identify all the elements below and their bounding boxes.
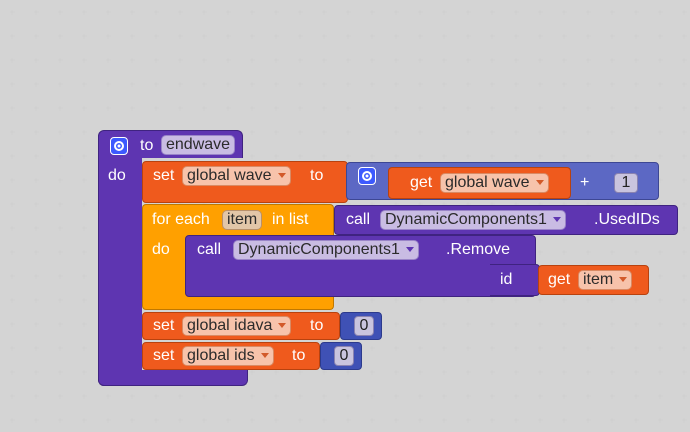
get-wave-variable-text: global wave: [445, 174, 530, 191]
chevron-down-icon: [260, 353, 269, 359]
set-idava-variable-dropdown[interactable]: global idava: [182, 316, 292, 336]
for-each-item-var[interactable]: item: [222, 210, 263, 230]
chevron-down-icon: [278, 323, 287, 329]
procedure-to-label: to: [140, 137, 154, 154]
set-idava-set-label: set: [153, 317, 175, 334]
for-each-do-label: do: [152, 241, 170, 258]
set-wave-set-label: set: [153, 167, 175, 184]
for-each-label: for each: [152, 211, 210, 228]
chevron-down-icon: [619, 277, 628, 283]
set-wave-to-label: to: [310, 167, 324, 184]
get-wave-variable-dropdown[interactable]: global wave: [440, 173, 549, 193]
math-settings-gear-icon[interactable]: [358, 167, 376, 185]
set-idava-to-label: to: [310, 317, 324, 334]
set-idava-variable-text: global idava: [187, 317, 273, 334]
get-item-get-label: get: [548, 271, 571, 288]
math-operand-field[interactable]: 1: [614, 173, 638, 193]
set-ids-set-label: set: [153, 347, 175, 364]
ids-number-field[interactable]: 0: [334, 346, 354, 366]
math-operator-label: +: [580, 174, 590, 191]
procedure-footer: [98, 370, 248, 386]
get-wave-get-label: get: [410, 174, 433, 191]
call-remove-param-ext: [490, 264, 540, 296]
chevron-down-icon: [535, 180, 544, 186]
chevron-down-icon: [405, 247, 414, 253]
set-ids-to-label: to: [292, 347, 306, 364]
call-used-ids-method-label: .UsedIDs: [594, 211, 660, 228]
call-remove-component-text: DynamicComponents1: [238, 241, 400, 258]
set-ids-variable-text: global ids: [187, 347, 255, 364]
for-each-footer: [142, 296, 334, 310]
procedure-do-label: do: [108, 167, 126, 184]
for-each-body-bar: [142, 236, 186, 298]
call-remove-call-label: call: [197, 241, 222, 258]
idava-number-field[interactable]: 0: [354, 316, 374, 336]
procedure-body-bar: [98, 156, 142, 386]
set-wave-variable-text: global wave: [187, 167, 272, 184]
call-used-ids-component-text: DynamicComponents1: [385, 211, 547, 228]
get-item-variable-text: item: [583, 271, 614, 288]
grid-marks: [10, 10, 687, 423]
procedure-name-field[interactable]: endwave: [161, 135, 236, 155]
call-remove-id-label: id: [500, 271, 513, 288]
set-wave-variable-dropdown[interactable]: global wave: [182, 166, 291, 186]
chevron-down-icon: [277, 173, 286, 179]
chevron-down-icon: [552, 217, 561, 223]
call-remove-component-dropdown[interactable]: DynamicComponents1: [233, 240, 419, 260]
call-used-ids-call-label: call: [346, 211, 371, 228]
procedure-settings-gear-icon[interactable]: [110, 137, 128, 155]
set-ids-variable-dropdown[interactable]: global ids: [182, 346, 274, 366]
call-used-ids-component-dropdown[interactable]: DynamicComponents1: [380, 210, 566, 230]
for-each-in-list-label: in list: [272, 211, 309, 228]
call-remove-method-label: .Remove: [446, 241, 511, 258]
get-item-variable-dropdown[interactable]: item: [578, 270, 633, 290]
